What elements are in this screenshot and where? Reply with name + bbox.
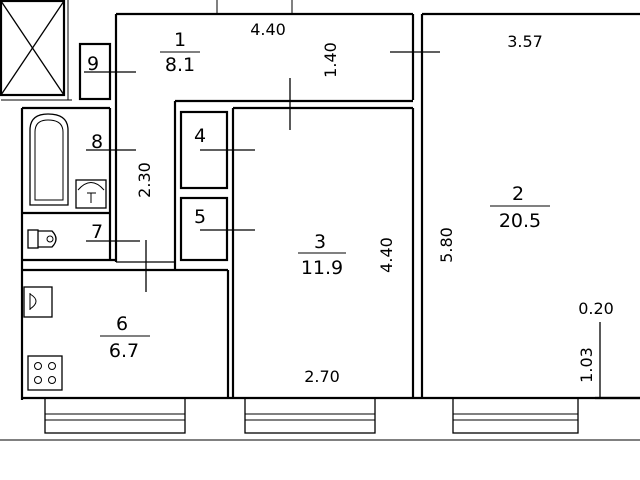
bottom-wall bbox=[22, 396, 640, 434]
room-2-area: 20.5 bbox=[499, 210, 541, 232]
room-1-number: 1 bbox=[174, 29, 186, 51]
room-5-number: 5 bbox=[194, 206, 206, 228]
dim-hall-width: 4.40 bbox=[250, 20, 286, 39]
dim-corridor-length: 2.30 bbox=[135, 162, 154, 198]
room-2: 2 20.5 bbox=[490, 183, 640, 400]
room-3-number: 3 bbox=[314, 231, 326, 253]
room-hall: 1 8.1 bbox=[160, 29, 440, 270]
room-6-number: 6 bbox=[116, 313, 128, 335]
dim-window-width: 1.03 bbox=[577, 347, 596, 383]
room-6-area: 6.7 bbox=[109, 340, 139, 362]
dim-room2-width: 3.57 bbox=[507, 32, 543, 51]
room-4-number: 4 bbox=[194, 125, 206, 147]
outer-walls bbox=[0, 0, 640, 441]
room-7: 7 bbox=[22, 213, 140, 262]
room-1-area: 8.1 bbox=[165, 54, 195, 76]
closet-4: 4 bbox=[179, 110, 255, 190]
room-8: 8 bbox=[22, 106, 136, 215]
room-3-area: 11.9 bbox=[301, 257, 343, 279]
room-7-number: 7 bbox=[91, 221, 103, 243]
dim-hall-depth: 1.40 bbox=[321, 42, 340, 78]
room-3: 3 11.9 bbox=[231, 106, 413, 398]
room-6-kitchen: 6 6.7 bbox=[22, 240, 230, 398]
closet-5: 5 bbox=[179, 196, 255, 262]
room-9-number: 9 bbox=[87, 53, 99, 75]
room-2-number: 2 bbox=[512, 183, 524, 205]
room-9: 9 bbox=[78, 42, 136, 101]
dim-room3-width: 2.70 bbox=[304, 367, 340, 386]
room-8-number: 8 bbox=[91, 131, 103, 153]
elevator-shaft bbox=[0, 0, 72, 101]
dimension-labels: 4.40 3.57 2.70 0.20 1.40 2.30 4.40 5.80 … bbox=[135, 20, 614, 386]
dim-room3-length: 4.40 bbox=[377, 237, 396, 273]
dim-window-offset: 0.20 bbox=[578, 299, 614, 318]
dim-room2-length: 5.80 bbox=[437, 227, 456, 263]
